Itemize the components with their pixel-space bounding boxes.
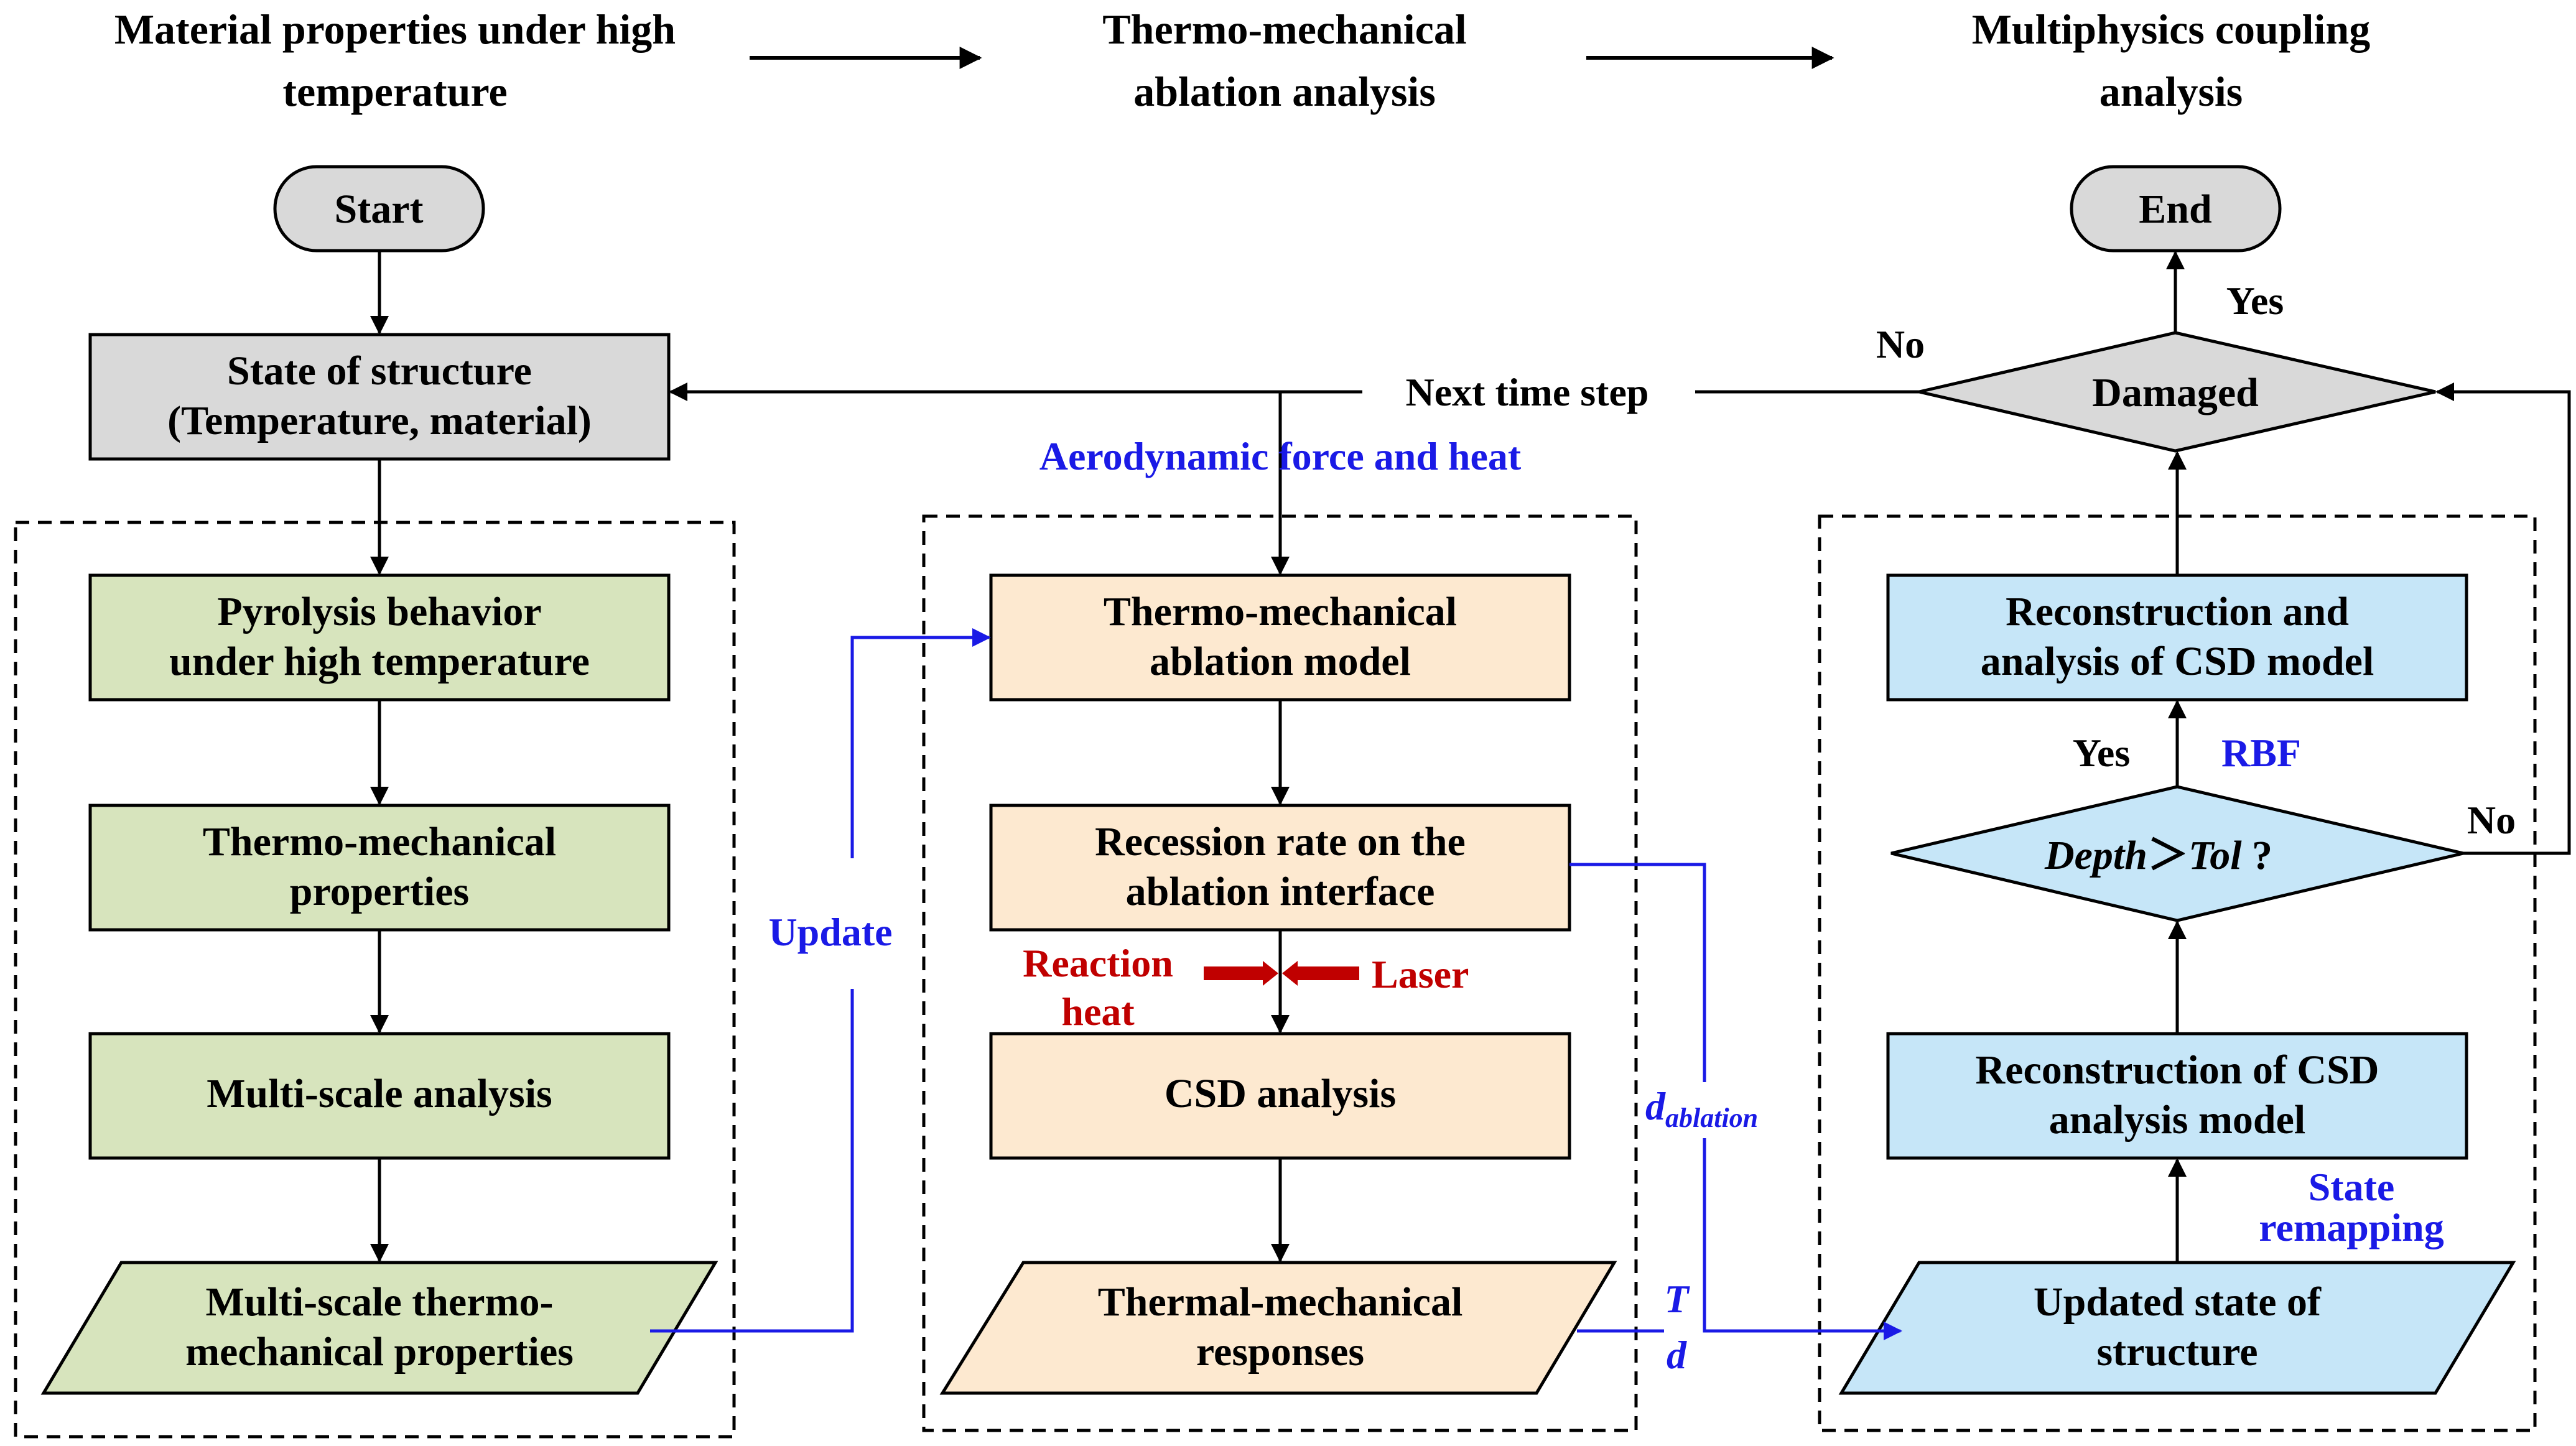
start-label: Start — [335, 187, 424, 232]
thermo-properties-node — [88, 804, 671, 932]
end-label: End — [2139, 187, 2211, 232]
state-remapping-line2: remapping — [2259, 1205, 2444, 1249]
pyrolysis-line1: Pyrolysis behavior — [217, 589, 541, 634]
depth-op: ＞ — [2147, 833, 2188, 878]
recon-analysis-line2: analysis of CSD model — [1981, 639, 2374, 684]
csd-analysis-node — [989, 1032, 1571, 1160]
damaged-label: Damaged — [2092, 370, 2259, 415]
state-line1: State of structure — [227, 348, 532, 394]
ms-properties-node — [40, 1261, 718, 1395]
thermo-props-line1: Thermo-mechanical — [203, 819, 556, 864]
thermo-props-line2: properties — [290, 869, 469, 914]
reaction-heat-label-line2: heat — [1061, 989, 1135, 1034]
ablation-model-line2: ablation model — [1150, 639, 1411, 684]
reaction-heat-arrowhead — [1263, 961, 1278, 986]
next-time-step-label: Next time step — [1406, 370, 1649, 414]
rbf-label: RBF — [2221, 731, 2301, 775]
d-ablation-label: dablation — [1645, 1084, 1758, 1133]
T-label: T — [1664, 1277, 1690, 1321]
header-left-line1: Material properties under high — [114, 6, 676, 53]
laser-label: Laser — [1372, 952, 1469, 996]
header-middle-line2: ablation analysis — [1133, 68, 1436, 115]
header-middle: Thermo-mechanical ablation analysis — [1102, 6, 1466, 115]
update-label: Update — [768, 910, 892, 954]
d-label: d — [1667, 1333, 1687, 1377]
ablation-model-line1: Thermo-mechanical — [1104, 589, 1457, 634]
pyrolysis-line2: under high temperature — [169, 639, 590, 684]
state-line2: (Temperature, material) — [167, 398, 592, 443]
responses-line2: responses — [1196, 1329, 1364, 1374]
blue-dablation-lower — [1703, 1138, 1902, 1340]
recession-line1: Recession rate on the — [1095, 819, 1466, 864]
d-ablation-main: d — [1645, 1084, 1666, 1128]
laser-arrowhead — [1282, 961, 1298, 986]
header-left: Material properties under high temperatu… — [114, 6, 676, 115]
header-right-line1: Multiphysics coupling — [1972, 6, 2371, 53]
ms-props-line1: Multi-scale thermo- — [206, 1279, 554, 1325]
group-box-ablation — [922, 514, 1638, 1432]
recon-csd-line1: Reconstruction of CSD — [1976, 1047, 2379, 1093]
group-box-multiphysics — [1818, 514, 2537, 1432]
recon-csd-line2: analysis model — [2049, 1097, 2306, 1142]
multiscale-label: Multi-scale analysis — [207, 1071, 552, 1116]
no-damaged-label: No — [1876, 322, 1925, 366]
no-depth-label: No — [2467, 798, 2516, 842]
blue-update-upper — [850, 628, 991, 858]
blue-dablation-upper — [1569, 863, 1706, 1082]
tol-var: Tol — [2188, 833, 2242, 878]
blue-update-lower — [650, 989, 854, 1333]
updated-line1: Updated state of — [2034, 1279, 2322, 1325]
d-ablation-sub: ablation — [1665, 1103, 1758, 1133]
yes-rbf-label: Yes — [2073, 731, 2130, 775]
header-right: Multiphysics coupling analysis — [1972, 6, 2371, 115]
recession-line2: ablation interface — [1126, 869, 1435, 914]
responses-line1: Thermal-mechanical — [1098, 1279, 1463, 1325]
responses-node — [939, 1261, 1617, 1395]
state-remapping-line1: State — [2309, 1165, 2395, 1209]
reaction-heat-label-line1: Reaction — [1023, 941, 1173, 985]
depth-question: ? — [2242, 833, 2273, 878]
updated-state-node — [1838, 1261, 2516, 1395]
recon-csd-node — [1886, 1032, 2468, 1160]
recon-analysis-line1: Reconstruction and — [2006, 589, 2349, 634]
depth-decision-label: Depth＞Tol ? — [2044, 833, 2272, 878]
header-middle-line1: Thermo-mechanical — [1102, 6, 1466, 53]
pyrolysis-node — [88, 573, 671, 702]
csd-label: CSD analysis — [1165, 1071, 1396, 1116]
ablation-model-node — [989, 573, 1571, 702]
header-left-line2: temperature — [282, 68, 507, 115]
depth-var: Depth — [2044, 833, 2147, 878]
aero-force-heat-label: Aerodynamic force and heat — [1039, 434, 1522, 478]
group-box-material — [14, 521, 736, 1439]
yes-end-label: Yes — [2226, 279, 2284, 323]
ms-props-line2: mechanical properties — [185, 1329, 574, 1374]
multiscale-analysis-node — [88, 1032, 671, 1160]
updated-line2: structure — [2096, 1329, 2257, 1374]
arrow-depth-no-loop — [2435, 382, 2571, 855]
recon-analysis-node — [1886, 573, 2468, 702]
header-right-line2: analysis — [2099, 68, 2243, 115]
